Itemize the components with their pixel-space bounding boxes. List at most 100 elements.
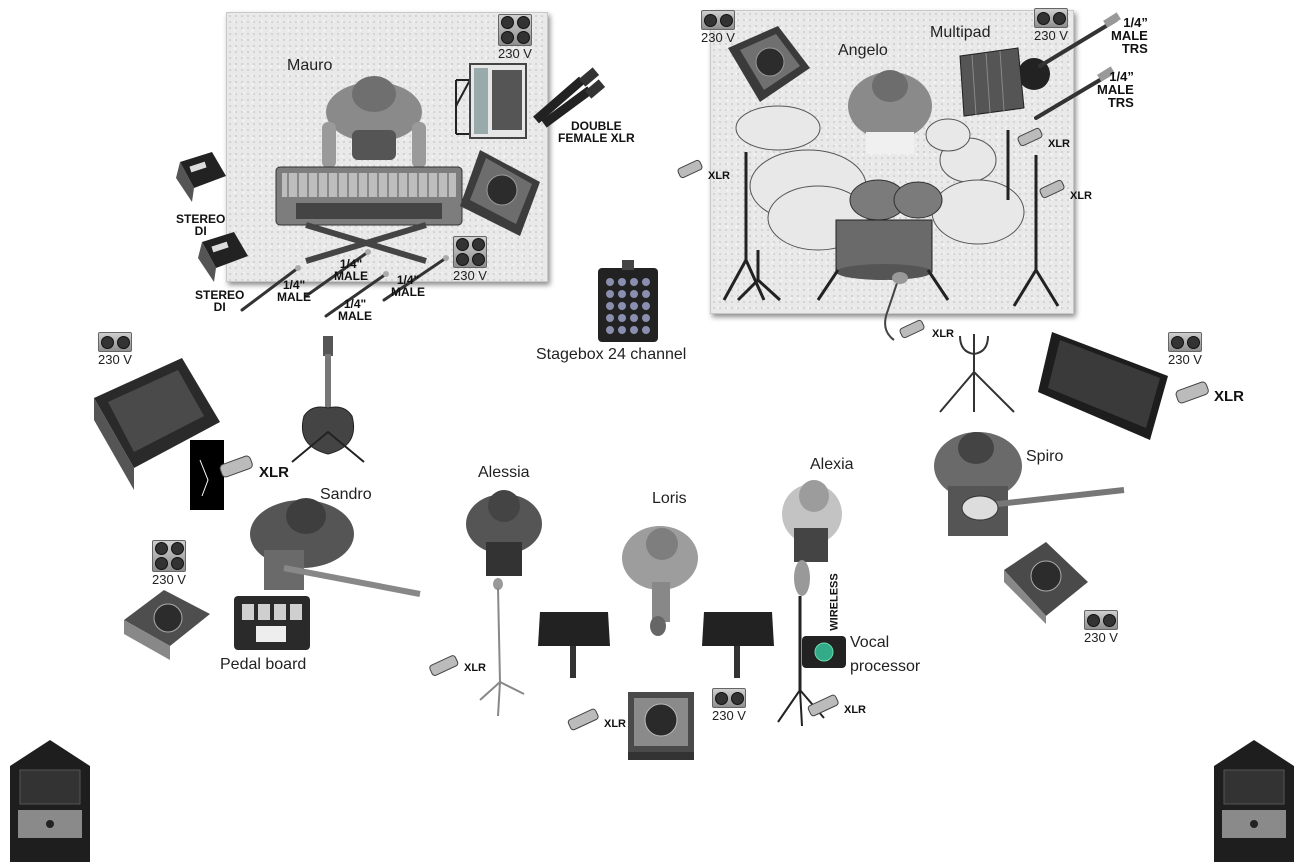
musician-spiro: Spiro	[1026, 448, 1064, 465]
quarter-inch-label: 1/4”	[1109, 69, 1134, 84]
xlr-label: XLR	[708, 170, 730, 182]
alessia-figure-icon	[466, 490, 542, 576]
xlr-drums-right-2: XLR	[1038, 178, 1092, 205]
stereo-di-label-1: STEREO DI	[176, 213, 225, 237]
musician-loris: Loris	[652, 490, 687, 507]
quarter-inch-label: 1/4"	[339, 257, 363, 271]
xlr-connector-icon	[1017, 127, 1043, 147]
angelo-figure-icon	[848, 70, 932, 154]
stereo-di-box-2-icon	[198, 232, 248, 282]
xlr-label: XLR	[259, 464, 289, 481]
vocal-processor-icon	[802, 636, 846, 668]
outlet-mauro-top: 230 V	[492, 14, 538, 61]
outlet-drums-right: 230 V	[1028, 8, 1074, 43]
trs-label: TRS	[1107, 95, 1134, 110]
keyboard-icon	[275, 166, 463, 264]
quarter-inch-cables-icon	[240, 249, 449, 318]
trs-label-1: 1/4” MALE TRS	[1111, 16, 1148, 55]
quarter-inch-label: 1/4”	[1123, 15, 1148, 30]
xlr-connector-icon	[567, 708, 599, 731]
pedal-board-icon	[234, 596, 310, 650]
musician-alexia: Alexia	[810, 456, 854, 473]
guitar-on-stand-icon	[291, 336, 365, 463]
monitor-wedge-keys-icon	[460, 150, 540, 236]
stereo-di-label-2: STEREO DI	[195, 289, 244, 313]
voltage-label: 230 V	[98, 352, 132, 367]
quarter-inch-male-label-4: 1/4" MALE	[391, 274, 425, 298]
xlr-label: XLR	[1214, 388, 1244, 405]
stagebox-icon	[598, 260, 658, 342]
quarter-inch-label: 1/4"	[343, 297, 367, 311]
monitor-wedge-spiro-icon	[1004, 542, 1088, 624]
monitor-wedge-center-icon	[628, 692, 694, 760]
male-label: MALE	[391, 285, 425, 299]
xlr-label: XLR	[844, 704, 866, 716]
voltage-label: 230 V	[152, 572, 186, 587]
xlr-label: XLR	[1048, 138, 1070, 150]
outlet-drums-left: 230 V	[695, 10, 741, 45]
voltage-label: 230 V	[701, 30, 735, 45]
voltage-label: 230 V	[453, 268, 487, 283]
xlr-connector-icon	[429, 655, 459, 676]
outlet-sandro-wedge: 230 V	[146, 540, 192, 587]
voltage-label: 230 V	[712, 708, 746, 723]
outlet-spiro-amp: 230 V	[1162, 332, 1208, 367]
guitar-amp-left-icon	[94, 358, 220, 490]
quarter-inch-label: 1/4"	[396, 273, 420, 287]
multipad-label: Multipad	[930, 24, 991, 41]
xlr-drums-bottom: XLR	[898, 318, 954, 345]
monitor-wedge-sandro-icon	[124, 590, 210, 660]
xlr-connector-icon	[807, 694, 839, 717]
drum-kit-icon	[722, 105, 1060, 307]
double-label: DOUBLE	[571, 119, 622, 133]
di-label: DI	[213, 300, 226, 314]
xlr-spiro: XLR	[1172, 378, 1244, 412]
outlet-spiro-wedge: 230 V	[1078, 610, 1124, 645]
musician-sandro: Sandro	[320, 486, 372, 503]
wireless-label: WIRELESS	[828, 573, 841, 631]
xlr-connector-icon	[1039, 179, 1065, 199]
di-label: DI	[194, 224, 207, 238]
xlr-connector-icon	[677, 159, 703, 179]
musician-alessia: Alessia	[478, 464, 530, 481]
loris-figure-icon	[622, 526, 698, 636]
pa-speaker-right-icon	[1214, 740, 1294, 862]
male-label: MALE	[1097, 82, 1134, 97]
double-female-xlr-label: DOUBLE FEMALE XLR	[558, 120, 635, 144]
xlr-alexia: XLR	[806, 692, 866, 723]
quarter-inch-male-label-1: 1/4" MALE	[277, 279, 311, 303]
xlr-label: XLR	[1070, 190, 1092, 202]
double-xlr-cable-icon	[533, 67, 606, 128]
stagebox-label: Stagebox 24 channel	[536, 346, 687, 363]
xlr-drums-left: XLR	[676, 158, 730, 185]
mic-stand-alessia-icon	[479, 578, 525, 717]
outlet-mauro-bottom: 230 V	[447, 236, 493, 283]
xlr-connector-icon	[899, 319, 925, 339]
pedal-board-label: Pedal board	[220, 656, 307, 673]
voltage-label: 230 V	[1034, 28, 1068, 43]
voltage-label: 230 V	[1168, 352, 1202, 367]
quarter-inch-male-label-3: 1/4" MALE	[338, 298, 372, 322]
musician-mauro: Mauro	[287, 57, 333, 74]
female-xlr-label: FEMALE XLR	[558, 131, 635, 145]
alexia-figure-icon	[782, 480, 842, 562]
stereo-di-box-1-icon	[176, 152, 226, 202]
male-label: MALE	[334, 269, 368, 283]
xlr-sandro: XLR	[216, 452, 289, 486]
trs-label-2: 1/4” MALE TRS	[1097, 70, 1134, 109]
male-label: MALE	[1111, 28, 1148, 43]
vocal-processor-label-2: processor	[850, 658, 921, 675]
musician-angelo: Angelo	[838, 42, 888, 59]
male-label: MALE	[277, 290, 311, 304]
multipad-icon	[959, 47, 1050, 117]
bass-stand-icon	[939, 334, 1015, 413]
vocal-processor-label-1: Vocal	[850, 634, 890, 651]
xlr-loris: XLR	[566, 706, 626, 737]
music-stand-right-icon	[702, 612, 774, 678]
trs-label: TRS	[1121, 41, 1148, 56]
mic-stand-alexia-icon	[777, 560, 825, 727]
xlr-label: XLR	[464, 662, 486, 674]
pa-speaker-left-icon	[10, 740, 90, 862]
xlr-label: XLR	[932, 328, 954, 340]
outlet-sandro-amp: 230 V	[92, 332, 138, 367]
